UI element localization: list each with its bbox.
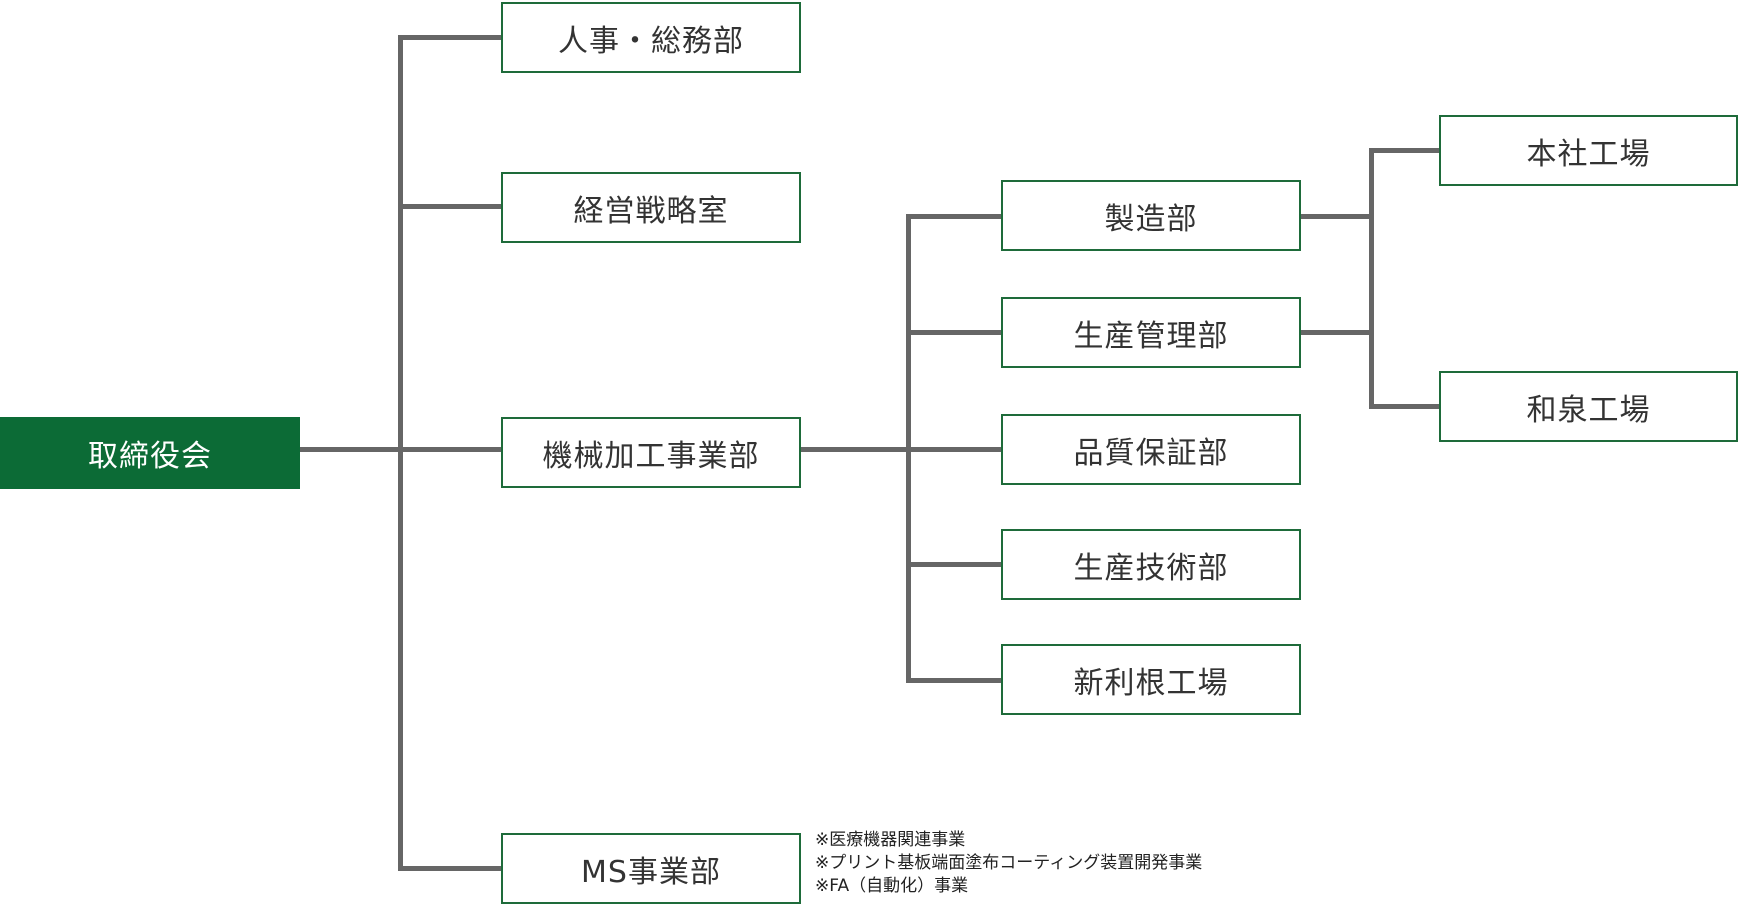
connector-to-strategy — [398, 204, 501, 209]
connector-to-shintone-plant — [906, 678, 1002, 683]
board-of-directors-node: 取締役会 — [0, 417, 300, 489]
shintone-plant-node: 新利根工場 — [1001, 644, 1301, 715]
connector-to-manufacturing — [906, 214, 1002, 219]
connector-machining-to-trunk — [800, 447, 910, 452]
connector-to-quality-assurance — [906, 447, 1002, 452]
connector-board-to-trunk — [300, 447, 403, 452]
connector-manufacturing-to-plant-trunk — [1300, 214, 1374, 219]
hr-general-affairs-node: 人事・総務部 — [501, 2, 801, 73]
connector-to-ms — [398, 866, 501, 871]
quality-assurance-node: 品質保証部 — [1001, 414, 1301, 485]
production-engineering-node: 生産技術部 — [1001, 529, 1301, 600]
connector-dept-trunk — [398, 35, 403, 871]
corporate-strategy-node: 経営戦略室 — [501, 172, 801, 243]
manufacturing-node: 製造部 — [1001, 180, 1301, 251]
machining-division-node: 機械加工事業部 — [501, 417, 801, 488]
connector-to-machining — [398, 447, 501, 452]
connector-production-control-to-plant-trunk — [1300, 330, 1374, 335]
ms-division-notes: ※医療機器関連事業 ※プリント基板端面塗布コーティング装置開発事業 ※FA（自動… — [815, 829, 1202, 898]
connector-plant-trunk — [1369, 148, 1374, 409]
ms-note-fa: ※FA（自動化）事業 — [815, 876, 969, 896]
izumi-plant-node: 和泉工場 — [1439, 371, 1738, 442]
ms-division-node: MS事業部 — [501, 833, 801, 904]
connector-to-izumi-plant — [1369, 404, 1441, 409]
connector-to-head-office-plant — [1369, 148, 1441, 153]
connector-to-production-control — [906, 330, 1002, 335]
connector-to-production-engineering — [906, 562, 1002, 567]
ms-note-medical: ※医療機器関連事業 — [815, 830, 966, 850]
ms-note-pcb-coating: ※プリント基板端面塗布コーティング装置開発事業 — [815, 853, 1203, 873]
production-control-node: 生産管理部 — [1001, 297, 1301, 368]
head-office-plant-node: 本社工場 — [1439, 115, 1738, 186]
connector-to-hr-general — [398, 35, 501, 40]
